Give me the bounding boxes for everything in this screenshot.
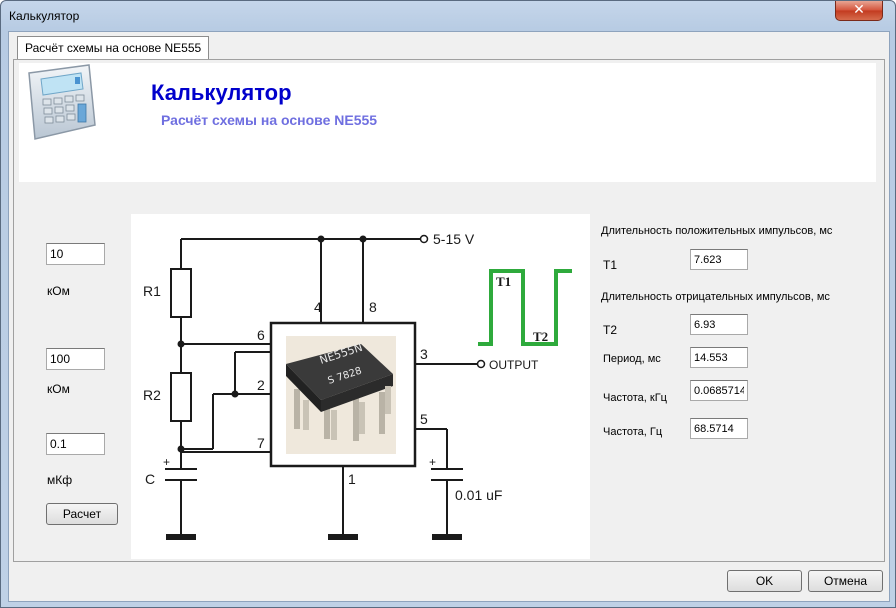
c-unit-label: мКф <box>47 473 73 487</box>
t1-label: T1 <box>603 258 618 272</box>
calculate-button[interactable]: Расчет <box>46 503 118 525</box>
period-output[interactable] <box>690 347 748 368</box>
tab-ne555[interactable]: Расчёт схемы на основе NE555 <box>17 36 210 60</box>
r1-unit-label: кОм <box>47 284 70 298</box>
pin-2-label: 2 <box>257 377 265 393</box>
freq-hz-label: Частота, Гц <box>603 426 663 438</box>
ne555-chip-image: NE555N S 7828 <box>286 336 396 454</box>
pin-7-label: 7 <box>257 435 265 451</box>
ne555-schematic: NE555N S 7828 5-15 V R1 R2 C + + 4 8 6 2… <box>131 214 590 559</box>
tab-page: Калькулятор Расчёт схемы на основе NE555… <box>13 59 885 562</box>
pin-8-label: 8 <box>369 299 377 315</box>
period-label: Период, мс <box>603 353 661 365</box>
ok-button[interactable]: OK <box>727 570 802 592</box>
r1-input[interactable] <box>46 243 105 265</box>
c-label: C <box>145 471 155 487</box>
supply-label: 5-15 V <box>433 231 475 247</box>
pin-1-label: 1 <box>348 471 356 487</box>
t1-output[interactable] <box>690 249 748 270</box>
freq-khz-label: Частота, кГц <box>603 392 667 404</box>
freq-khz-output[interactable] <box>690 380 748 401</box>
cancel-button[interactable]: Отмена <box>808 570 883 592</box>
header-title: Калькулятор <box>151 80 292 105</box>
t1-wave-label: T1 <box>496 274 511 289</box>
pin-4-label: 4 <box>314 299 322 315</box>
pin-3-label: 3 <box>420 346 428 362</box>
r1-label: R1 <box>143 283 161 299</box>
c-plus-sign: + <box>163 455 170 469</box>
negative-duration-title: Длительность отрицательных импульсов, мс <box>601 291 830 303</box>
calculator-icon <box>28 64 96 140</box>
window-title: Калькулятор <box>9 9 80 23</box>
close-button[interactable]: ✕ <box>835 1 883 21</box>
freq-hz-output[interactable] <box>690 418 748 439</box>
r2-input[interactable] <box>46 348 105 370</box>
title-bar: Калькулятор ✕ <box>1 1 895 31</box>
c-input[interactable] <box>46 433 105 455</box>
header-banner: Калькулятор Расчёт схемы на основе NE555 <box>19 63 876 182</box>
output-label: OUTPUT <box>489 358 539 372</box>
t2-output[interactable] <box>690 314 748 335</box>
dialog-body: Расчёт схемы на основе NE555 <box>8 31 890 602</box>
r2-label: R2 <box>143 387 161 403</box>
pin-5-label: 5 <box>420 411 428 427</box>
header-subtitle: Расчёт схемы на основе NE555 <box>161 112 378 128</box>
pin-6-label: 6 <box>257 327 265 343</box>
t2-wave-label: T2 <box>533 329 548 344</box>
r2-unit-label: кОм <box>47 382 70 396</box>
output-waveform <box>478 269 572 346</box>
positive-duration-title: Длительность положительных импульсов, мс <box>601 225 833 237</box>
t2-label: T2 <box>603 323 618 337</box>
cap2-plus-sign: + <box>429 455 436 469</box>
cap2-value-label: 0.01 uF <box>455 487 502 503</box>
